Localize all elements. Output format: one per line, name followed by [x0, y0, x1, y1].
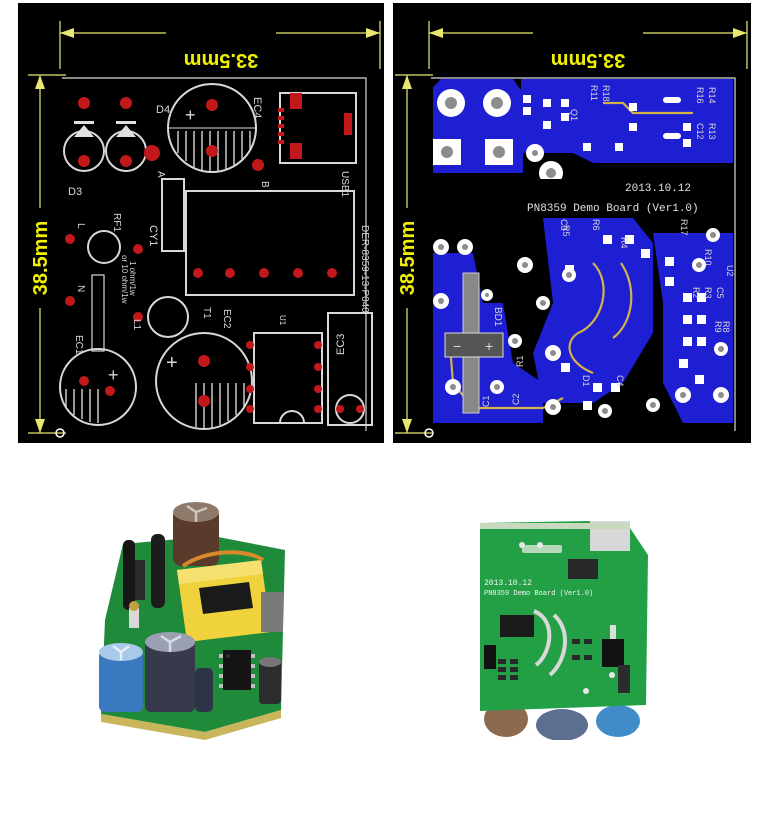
ec3-outline — [327, 312, 373, 426]
transformer-outline — [185, 190, 355, 296]
label-r17: R17 — [679, 219, 689, 236]
label-rf1: RF1 — [111, 213, 122, 232]
label-l1: L1 — [131, 319, 142, 331]
l1-outline — [147, 296, 189, 338]
board-outline-bottom — [431, 77, 736, 431]
label-u2: U2 — [725, 265, 735, 277]
label-q1: Q1 — [569, 109, 579, 121]
silk-bar — [527, 179, 707, 193]
label-ec1: EC1 — [73, 335, 84, 355]
output-regulator — [602, 639, 624, 667]
width-dimension-label: 33.5mm — [184, 49, 259, 71]
pad — [120, 155, 132, 167]
label-r16: R16 — [695, 87, 705, 104]
label-r5: R5 — [561, 225, 571, 237]
width-arrow-right — [366, 28, 380, 38]
label-r3: R3 — [703, 287, 713, 299]
resistor-note-2: or 10 ohm/1w — [120, 255, 129, 304]
width-arrow-left — [60, 28, 74, 38]
bottom-layer-pcb-view: 33.5mm 38.5mm — [393, 3, 751, 443]
back-photo-date: 2013.10.12 — [484, 579, 532, 588]
rf1-outline — [87, 230, 121, 264]
label-ec2: EC2 — [221, 309, 232, 329]
u1-outline — [253, 332, 323, 424]
label-r6: R6 — [591, 219, 601, 231]
bd1-minus: − — [453, 338, 461, 354]
top-layer-pcb-view: 33.5mm 38.5mm D3 D4 — [18, 3, 384, 443]
pad — [144, 145, 160, 161]
label-bd1: BD1 — [492, 307, 503, 327]
assembled-board-front-photo — [95, 500, 300, 740]
front-photo-drawing — [99, 502, 285, 740]
board-name: PN8359 Demo Board (Ver1.0) — [527, 203, 699, 215]
ec4-plus: + — [185, 105, 196, 125]
label-d1: D1 — [581, 375, 591, 387]
label-a: A — [155, 171, 166, 178]
label-d4: D4 — [156, 104, 170, 116]
label-c1: C1 — [481, 395, 491, 407]
label-c5: C5 — [715, 287, 725, 299]
label-ec4: EC4 — [251, 97, 263, 118]
label-r2: R2 — [691, 287, 701, 299]
resistor-note-1: 1 ohm/1w — [128, 261, 137, 296]
height-arrow-top — [35, 75, 45, 89]
fuse-outline — [91, 274, 105, 352]
cy1-outline — [161, 178, 185, 252]
label-r8: R8 — [721, 321, 731, 333]
label-usb1: USB1 — [339, 171, 350, 198]
label-t1: T1 — [201, 307, 212, 319]
label-r11: R11 — [589, 85, 599, 101]
ec2-plus: + — [166, 352, 178, 374]
label-c2: C2 — [511, 393, 521, 405]
label-r18: R18 — [601, 85, 611, 102]
label-c12: C12 — [695, 123, 705, 140]
pad — [78, 97, 90, 109]
board-date: 2013.10.12 — [625, 183, 691, 195]
label-r4: R4 — [619, 237, 629, 249]
label-n: N — [75, 285, 86, 292]
width-dimension-label-bottom: 33.5mm — [551, 49, 626, 71]
assembled-board-back-photo: 2013.10.12 PN8359 Demo Board (Ver1.0) — [462, 515, 657, 740]
origin-marker — [55, 428, 65, 438]
pad — [252, 159, 264, 171]
label-b: B — [259, 181, 270, 188]
label-u1: U1 — [278, 315, 287, 326]
back-photo-drawing: 2013.10.12 PN8359 Demo Board (Ver1.0) — [480, 521, 648, 740]
label-r9: R9 — [713, 321, 723, 333]
label-d3: D3 — [68, 186, 82, 198]
label-cy1: CY1 — [147, 225, 159, 246]
pad — [206, 145, 218, 157]
pad — [206, 99, 218, 111]
bottom-layer-drawing: 33.5mm 38.5mm — [395, 21, 748, 438]
bd1-plus: + — [485, 338, 493, 354]
label-r10: R10 — [703, 249, 713, 266]
height-dimension-label-bottom: 38.5mm — [397, 221, 419, 296]
bridge-rectifier — [500, 615, 534, 637]
ec1-outline — [59, 348, 137, 426]
label-r13: R13 — [707, 123, 717, 140]
label-r1: R1 — [515, 355, 525, 367]
board-label: DER-8359-13-P040 — [359, 225, 370, 313]
label-c3: C3 — [559, 219, 569, 231]
height-dimension-label: 38.5mm — [30, 221, 52, 296]
label-c4: C4 — [615, 375, 625, 387]
pad — [78, 155, 90, 167]
ec1-plus: + — [108, 365, 119, 385]
label-r14: R14 — [707, 87, 717, 104]
pad — [120, 97, 132, 109]
back-photo-name: PN8359 Demo Board (Ver1.0) — [484, 590, 593, 598]
height-arrow-bottom — [35, 419, 45, 433]
label-l: L — [75, 223, 86, 229]
top-layer-drawing: 33.5mm 38.5mm D3 D4 — [28, 21, 381, 438]
label-ec3: EC3 — [335, 334, 347, 355]
